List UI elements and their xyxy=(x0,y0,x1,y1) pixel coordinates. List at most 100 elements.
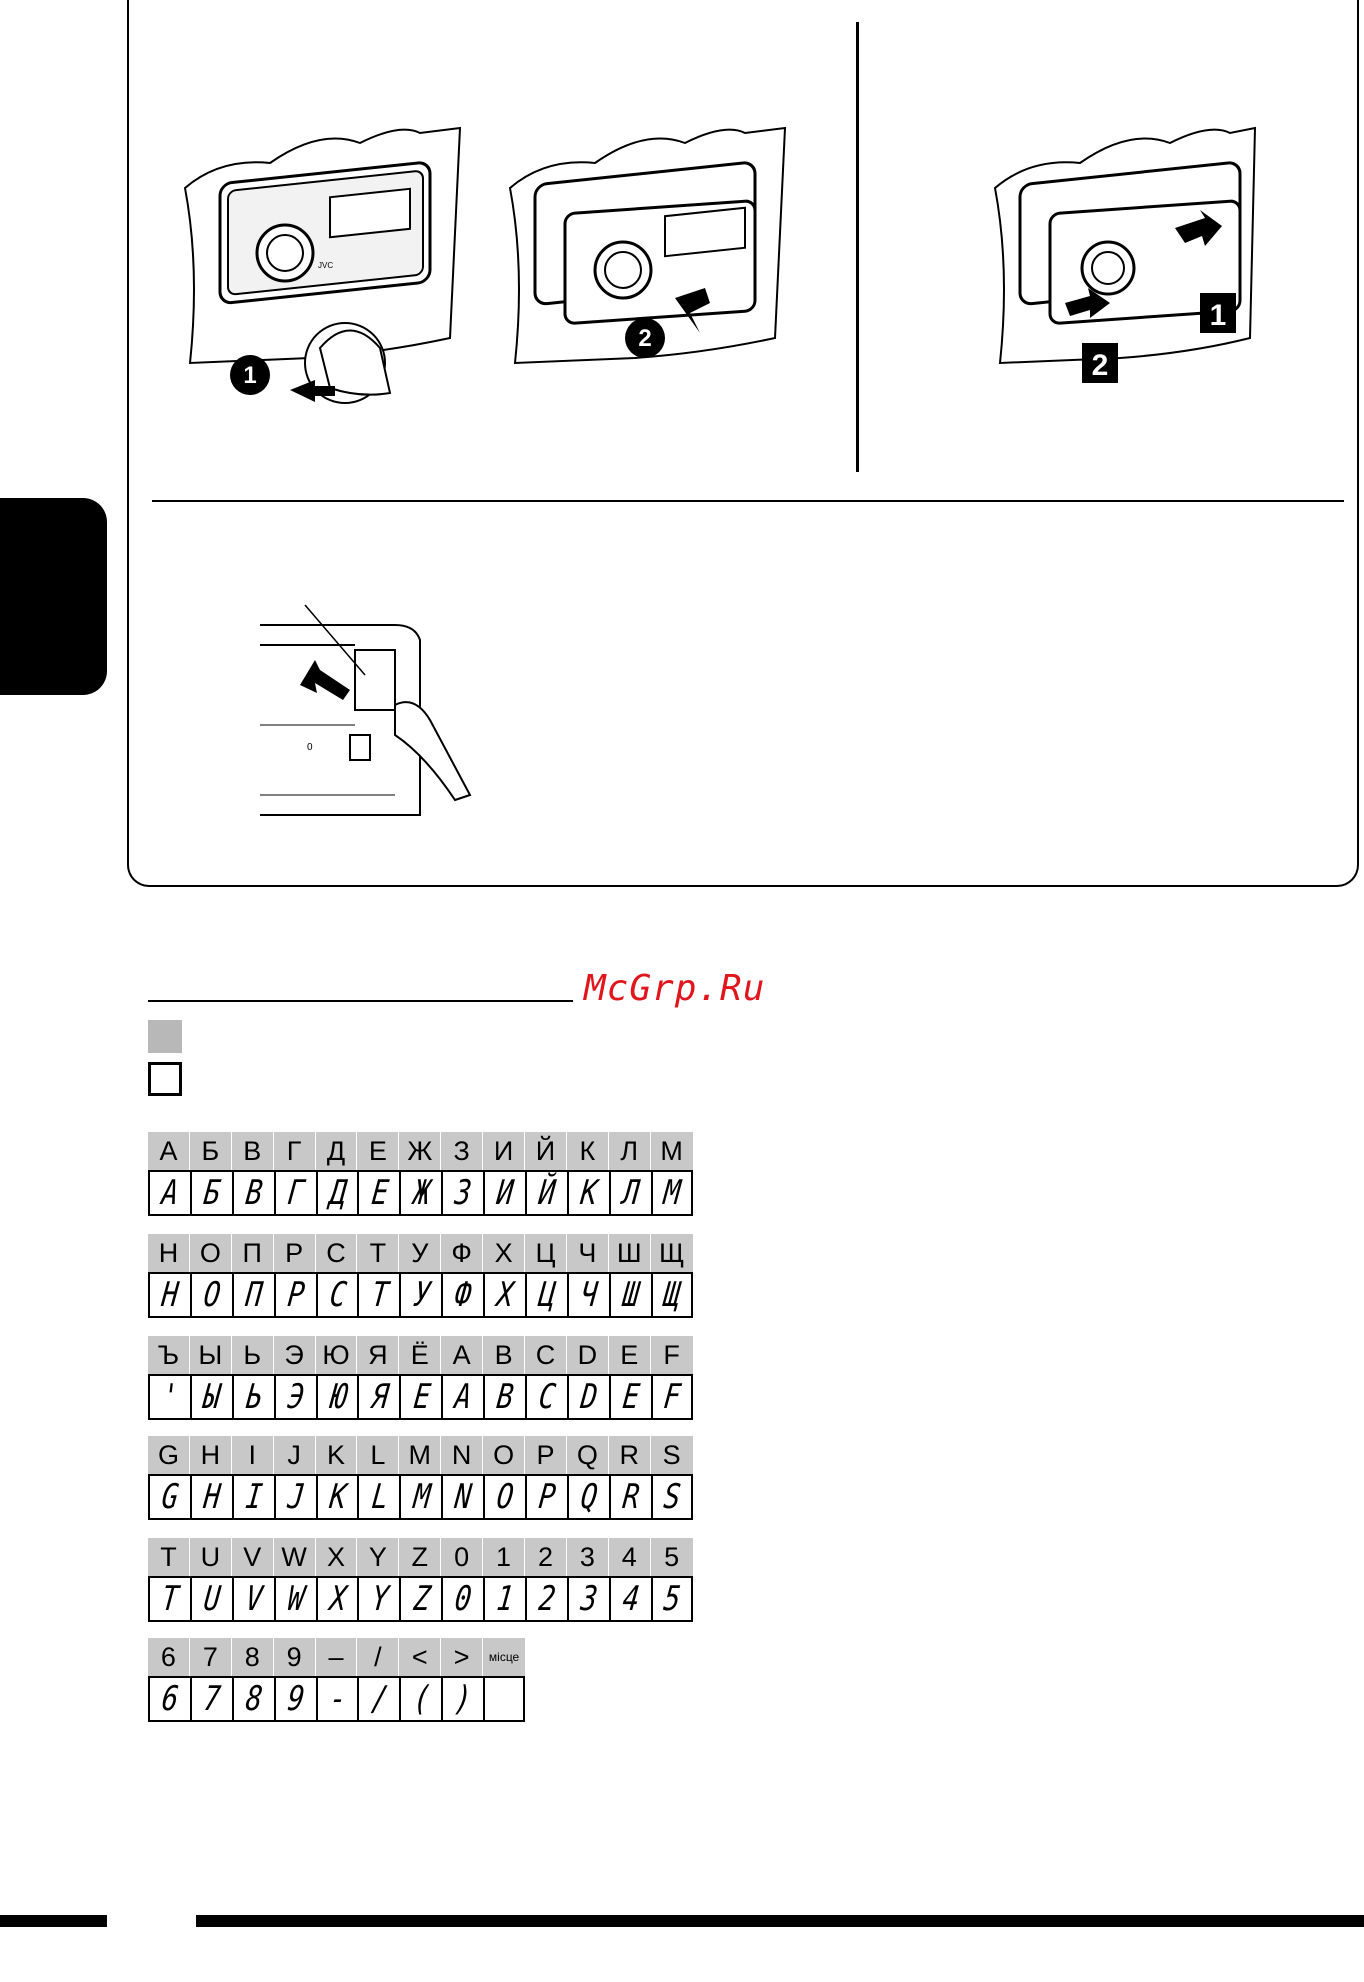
char-display-glyph: A xyxy=(159,1173,180,1213)
section-tab xyxy=(0,498,107,695)
char-header-cell: У xyxy=(399,1234,442,1272)
char-header-cell: B xyxy=(483,1336,526,1374)
char-display-cell: H xyxy=(189,1474,232,1520)
char-display-cell: 0 xyxy=(441,1576,484,1622)
char-display-glyph: N xyxy=(453,1477,474,1517)
char-display-glyph: ' xyxy=(159,1377,180,1417)
release-button-illustration: 0 xyxy=(260,604,472,816)
char-header-cell: > xyxy=(441,1638,484,1676)
char-header-cell: J xyxy=(273,1436,316,1474)
char-header-cell: Ф xyxy=(441,1234,484,1272)
char-header-cell: Ъ xyxy=(148,1336,190,1374)
char-header-cell: 3 xyxy=(566,1538,609,1576)
vertical-divider xyxy=(856,22,859,472)
char-header-cell: Р xyxy=(273,1234,316,1272)
char-header-cell: / xyxy=(357,1638,400,1676)
char-display-cell: E xyxy=(608,1374,651,1420)
char-display-glyph: И xyxy=(495,1173,516,1213)
char-display-glyph: 5 xyxy=(661,1579,682,1619)
char-display-glyph: G xyxy=(159,1477,180,1517)
char-header-cell: H xyxy=(189,1436,232,1474)
char-display-glyph: P xyxy=(536,1477,558,1517)
char-header-cell: О xyxy=(189,1234,232,1272)
char-display-glyph: B xyxy=(243,1173,264,1213)
char-display-cell: W xyxy=(273,1576,316,1622)
char-display-cell: E xyxy=(357,1170,400,1216)
char-display-glyph: Л xyxy=(620,1173,641,1213)
char-display-cell: I xyxy=(231,1474,274,1520)
char-display-glyph: Ж xyxy=(411,1173,432,1213)
char-display-glyph: I xyxy=(243,1477,264,1517)
char-header-cell: < xyxy=(399,1638,442,1676)
char-display-cell: 5 xyxy=(650,1576,693,1622)
char-display-cell: K xyxy=(315,1474,358,1520)
char-header-cell: Е xyxy=(357,1132,400,1170)
char-header-cell: З xyxy=(441,1132,484,1170)
char-header-cell: N xyxy=(441,1436,484,1474)
char-display-glyph: ) xyxy=(453,1679,474,1719)
char-display-glyph: Д xyxy=(327,1173,348,1213)
char-display-glyph: Z xyxy=(411,1579,432,1619)
char-header-cell: R xyxy=(608,1436,651,1474)
step-badge: 2 xyxy=(1092,349,1109,382)
char-display-cell: K xyxy=(566,1170,609,1216)
char-header-cell: Э xyxy=(273,1336,316,1374)
legend-white-swatch xyxy=(148,1062,182,1096)
char-display-cell: Г xyxy=(273,1170,316,1216)
char-display-glyph: Ю xyxy=(327,1377,348,1417)
char-display-cell: Y xyxy=(357,1576,400,1622)
char-display-glyph: Ы xyxy=(201,1377,222,1417)
char-header-cell: 6 xyxy=(148,1638,190,1676)
char-header-cell: W xyxy=(273,1538,316,1576)
char-display-cell: Ч xyxy=(566,1272,609,1318)
char-header-cell: Й xyxy=(525,1132,567,1170)
char-header-cell: Z xyxy=(399,1538,442,1576)
char-display-cell: 8 xyxy=(231,1676,274,1722)
char-display-glyph: 4 xyxy=(620,1579,641,1619)
char-display-glyph: / xyxy=(369,1679,390,1719)
char-header-cell: В xyxy=(231,1132,274,1170)
char-display-cell: A xyxy=(148,1170,190,1216)
char-header-cell: 8 xyxy=(231,1638,274,1676)
char-header-cell: – xyxy=(315,1638,358,1676)
char-header-cell: С xyxy=(315,1234,358,1272)
char-display-glyph: C xyxy=(327,1275,348,1315)
brand-mark: JVC xyxy=(318,261,333,270)
char-display-cell: M xyxy=(399,1474,442,1520)
char-display-cell: Д xyxy=(315,1170,358,1216)
char-header-cell: Ё xyxy=(399,1336,442,1374)
char-header-cell: V xyxy=(231,1538,274,1576)
char-header-cell: I xyxy=(231,1436,274,1474)
char-display-cell: Щ xyxy=(650,1272,693,1318)
char-display-cell: Я xyxy=(357,1374,400,1420)
char-header-cell: G xyxy=(148,1436,190,1474)
char-display-cell: C xyxy=(525,1374,567,1420)
char-header-cell: A xyxy=(441,1336,484,1374)
char-display-cell: Ь xyxy=(231,1374,274,1420)
char-display-cell: P xyxy=(273,1272,316,1318)
step-badge: 1 xyxy=(1210,299,1227,332)
step-badge: 1 xyxy=(243,362,256,389)
char-header-cell: Н xyxy=(148,1234,190,1272)
char-display-glyph: 0 xyxy=(453,1579,474,1619)
char-header-cell: Q xyxy=(566,1436,609,1474)
char-header-cell: O xyxy=(483,1436,526,1474)
char-header-cell: Д xyxy=(315,1132,358,1170)
char-display-glyph: M xyxy=(411,1477,432,1517)
char-display-glyph: K xyxy=(578,1173,599,1213)
char-display-glyph: H xyxy=(159,1275,180,1315)
char-display-glyph: T xyxy=(369,1275,390,1315)
char-display-cell: И xyxy=(483,1170,526,1216)
char-header-cell: Х xyxy=(483,1234,526,1272)
char-display-cell: 1 xyxy=(483,1576,526,1622)
